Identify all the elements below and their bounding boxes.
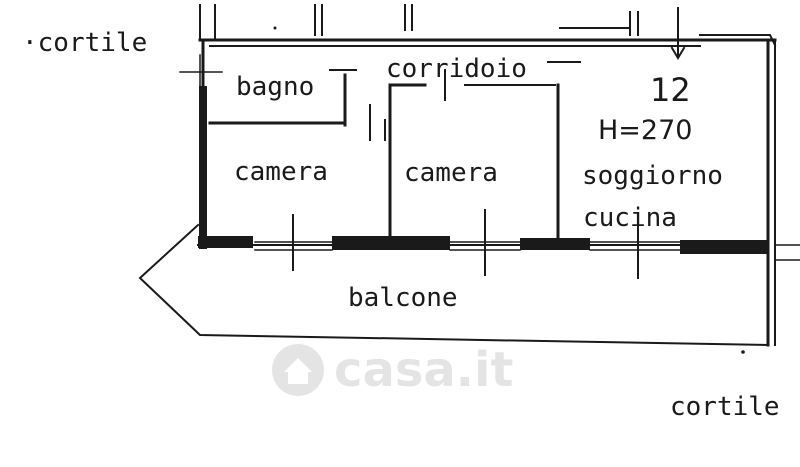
camera-partition [388, 83, 427, 240]
cortile-top-label: ·cortile [22, 28, 148, 58]
height-label: H=270 [598, 115, 693, 146]
cortile-bottom-label: cortile [670, 392, 780, 422]
right-extension [774, 244, 800, 261]
dot-top [273, 26, 277, 30]
cucina-label: cucina [583, 203, 677, 233]
unit-number-label: 12 [650, 71, 691, 109]
house-icon [272, 344, 324, 396]
corridoio-marks [369, 61, 581, 141]
front-wall-segment-4 [680, 240, 768, 254]
balcony-outline [138, 223, 770, 347]
top-wall-details [199, 4, 777, 47]
dot-right [741, 350, 745, 354]
front-wall-segment-3 [520, 238, 590, 250]
watermark: casa.it [270, 330, 540, 410]
corridoio-label: corridoio [386, 54, 527, 84]
soggiorno-label: soggiorno [582, 161, 723, 191]
camera-2-label: camera [404, 158, 498, 188]
arrow-mark [670, 7, 686, 60]
left-ticks [179, 54, 223, 91]
front-wall-segment-2 [332, 236, 450, 250]
front-wall-segment-1 [198, 236, 253, 248]
balcone-label: balcone [348, 283, 458, 313]
bagno-label: bagno [236, 72, 315, 102]
camera-1-label: camera [234, 157, 328, 187]
watermark-text: casa.it [334, 342, 514, 398]
window-crossbars [292, 209, 639, 279]
